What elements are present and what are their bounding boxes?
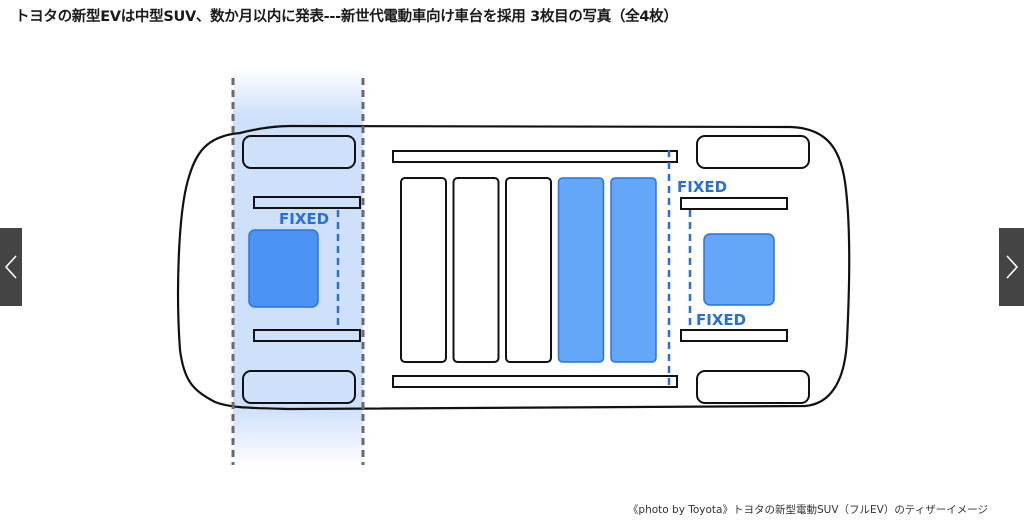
platform-diagram: FIXED FIXED FIXED	[176, 68, 851, 468]
battery-module-1	[400, 177, 447, 363]
chevron-left-icon	[4, 255, 17, 279]
previous-photo-button[interactable]	[0, 228, 22, 306]
front-upper-bar	[253, 196, 361, 209]
battery-module-3	[505, 177, 552, 363]
front-right-wheel	[242, 370, 356, 404]
upper-side-rail	[392, 150, 678, 163]
battery-modules	[400, 177, 657, 363]
front-lower-bar	[253, 329, 361, 342]
front-fixed-label: FIXED	[279, 210, 329, 228]
rear-fixed-label-bottom: FIXED	[696, 311, 746, 329]
photo-caption: 《photo by Toyota》トヨタの新型電動SUV（フルEV）のティザーイ…	[627, 504, 988, 516]
front-left-wheel	[242, 135, 356, 169]
next-photo-button[interactable]	[999, 228, 1024, 306]
battery-module-5	[610, 177, 657, 363]
lower-side-rail	[392, 375, 678, 388]
rear-lower-bar	[680, 329, 788, 342]
chevron-right-icon	[1005, 255, 1018, 279]
rear-motor	[703, 233, 775, 306]
rear-upper-bar	[680, 197, 788, 210]
rear-fixed-label-top: FIXED	[677, 178, 727, 196]
page-title: トヨタの新型EVは中型SUV、数か月以内に発表---新世代電動車向け車台を採用 …	[15, 9, 678, 25]
battery-module-2	[452, 177, 500, 363]
rear-right-wheel	[696, 370, 810, 404]
photo-stage: FIXED FIXED FIXED	[0, 30, 1024, 500]
battery-module-4	[557, 177, 605, 363]
car-body-outline	[176, 124, 851, 411]
rear-left-wheel	[696, 135, 810, 169]
front-motor	[248, 229, 319, 308]
